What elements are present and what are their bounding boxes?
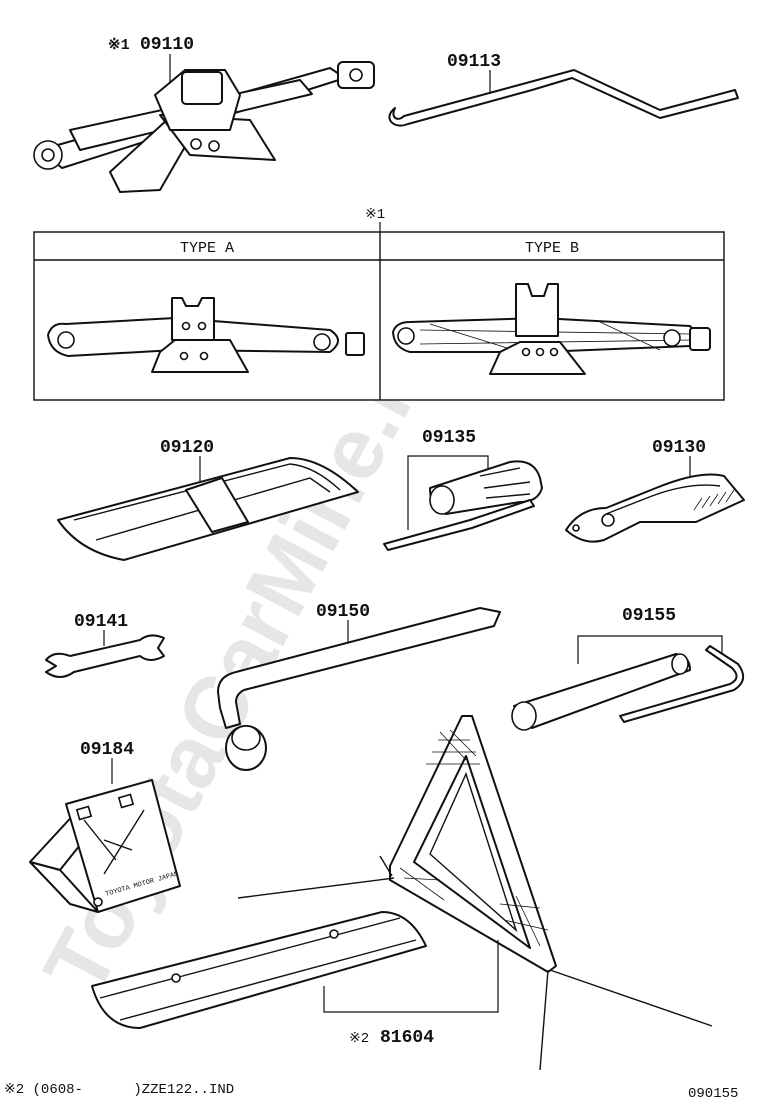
wheel-wrench-09150: 09150 xyxy=(217,602,501,771)
type-table-mark: ※1 xyxy=(365,207,385,223)
jack-mark: ※1 xyxy=(108,37,130,54)
wheel-chock-part-number: 09184 xyxy=(80,740,134,760)
type-table: ※1 TYPE A TYPE B xyxy=(33,207,725,401)
screwdriver-09135: 09135 xyxy=(383,428,543,551)
pliers-09130: 09130 xyxy=(565,438,745,543)
plug-wrench-part-number: 09155 xyxy=(622,606,676,626)
type-b-jack xyxy=(392,283,711,375)
tool-bag-part-number: 09120 xyxy=(160,438,214,458)
jack-part-number: 09110 xyxy=(140,35,194,55)
pliers-part-number: 09130 xyxy=(652,438,706,458)
jack-handle-part-number: 09113 xyxy=(447,52,501,72)
warning-triangle-81604: ※2 81604 xyxy=(91,715,713,1071)
plug-wrench-09155: 09155 xyxy=(511,606,745,731)
wheel-wrench-part-number: 09150 xyxy=(316,602,370,622)
type-a-header: TYPE A xyxy=(180,240,234,257)
warning-triangle-part-number: 81604 xyxy=(380,1028,434,1048)
footer-note: ※2 (0608- )ZZE122..IND xyxy=(4,1082,234,1098)
wrench-09141: 09141 xyxy=(45,612,165,678)
wrench-part-number: 09141 xyxy=(74,612,128,632)
screwdriver-part-number: 09135 xyxy=(422,428,476,448)
jack-09110: ※1 09110 xyxy=(33,35,375,193)
diagram-code: 090155 xyxy=(688,1086,738,1102)
jack-handle-09113: 09113 xyxy=(388,52,739,127)
type-a-jack xyxy=(47,297,365,373)
tool-bag-09120: 09120 xyxy=(57,438,359,561)
warning-triangle-mark: ※2 xyxy=(349,1031,369,1047)
type-b-header: TYPE B xyxy=(525,240,579,257)
